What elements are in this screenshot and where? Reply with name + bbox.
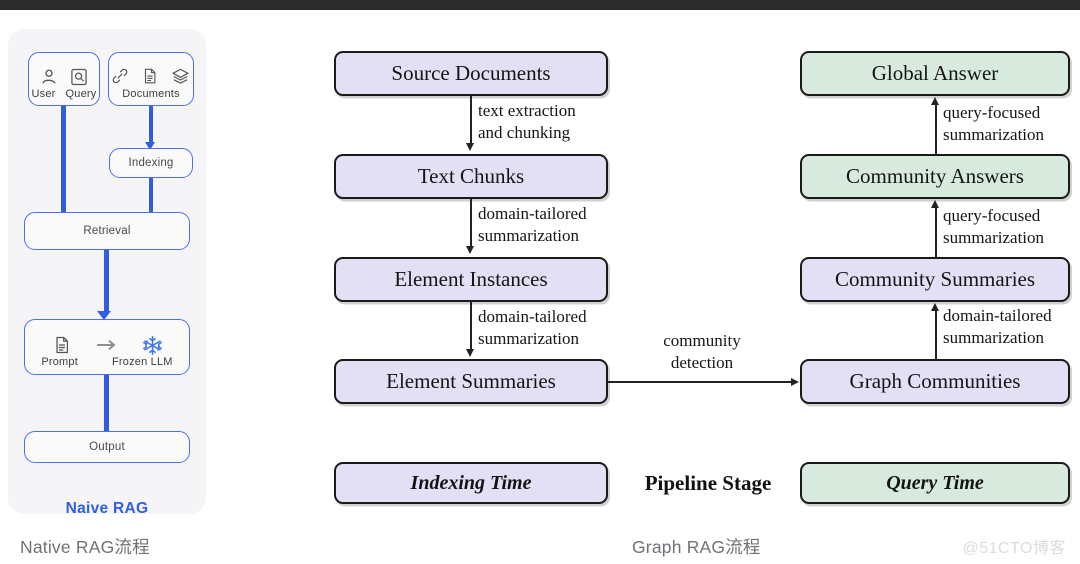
edge-label-line1: query-focused — [943, 206, 1041, 225]
edge-label-line2: summarization — [943, 125, 1045, 145]
node-community-answers[interactable]: Community Answers — [800, 154, 1070, 199]
edge-label-line1: query-focused — [943, 103, 1041, 122]
node-element-summaries[interactable]: Element Summaries — [334, 359, 608, 404]
edge-label-line1: domain-tailored — [943, 306, 1052, 325]
edge-label-line2: detection — [670, 353, 734, 373]
naive-rag-panel: User Query — [8, 29, 206, 517]
link-icon — [111, 67, 131, 87]
layers-icon — [171, 67, 191, 87]
edge-label-text-extraction: text extraction and chunking — [478, 100, 576, 144]
node-label: Community Answers — [846, 164, 1024, 188]
output-label: Output — [89, 441, 125, 453]
edge-label-query-focused-2: query-focused summarization — [943, 205, 1044, 249]
documents-label-row: Documents — [122, 88, 179, 100]
arrow-documents-to-indexing-head — [145, 142, 155, 150]
node-label: Global Answer — [871, 61, 999, 85]
arrow-retrieval-to-prompt-head — [97, 311, 111, 320]
edge-label-community-detection: community detection — [640, 330, 764, 374]
arrow-documents-to-indexing-line — [149, 106, 153, 144]
documents-box[interactable]: Documents — [108, 52, 194, 106]
edge-chunks-to-instances-line — [470, 199, 472, 247]
edge-summaries-to-answers-head — [930, 200, 939, 208]
edge-community-detection-head — [791, 377, 799, 386]
edge-label-line2: summarization — [943, 228, 1045, 248]
user-query-box[interactable]: User Query — [28, 52, 100, 106]
arrow-retrieval-to-prompt-line — [104, 250, 109, 314]
prompt-label: Prompt — [41, 355, 78, 368]
edge-community-detection-line — [608, 381, 792, 383]
node-label: Source Documents — [391, 61, 551, 85]
node-label: Community Summaries — [834, 267, 1036, 291]
top-dark-bar — [0, 0, 1080, 10]
retrieval-box[interactable]: Retrieval — [24, 212, 190, 250]
edge-instances-to-summaries-head — [465, 349, 474, 357]
edge-graph-to-summaries-line — [935, 310, 937, 360]
node-text-chunks[interactable]: Text Chunks — [334, 154, 608, 199]
edge-label-line1: domain-tailored — [478, 204, 587, 223]
edge-label-line2: and chunking — [478, 123, 571, 143]
indexing-box[interactable]: Indexing — [109, 148, 193, 178]
retrieval-label: Retrieval — [83, 225, 131, 237]
edge-source-to-chunks-line — [470, 96, 472, 144]
prompt-llm-label-row: Prompt Frozen LLM — [41, 356, 172, 368]
edge-label-domain-tailored-1: domain-tailored summarization — [478, 203, 587, 247]
user-icon — [39, 67, 59, 87]
edge-instances-to-summaries-line — [470, 302, 472, 350]
frozen-llm-label: Frozen LLM — [111, 355, 173, 368]
edge-label-line1: community — [663, 331, 741, 350]
watermark-51cto: @51CTO博客 — [962, 540, 1066, 557]
edge-answers-to-global-head — [930, 97, 939, 105]
edge-label-line1: domain-tailored — [478, 307, 587, 326]
node-label: Element Instances — [394, 267, 548, 291]
edge-answers-to-global-line — [935, 104, 937, 154]
edge-label-line2: summarization — [478, 226, 580, 246]
node-element-instances[interactable]: Element Instances — [334, 257, 608, 302]
prompt-document-icon — [52, 335, 72, 355]
edge-label-line2: summarization — [943, 328, 1045, 348]
legend-pipeline-stage: Pipeline Stage — [620, 462, 796, 504]
node-community-summaries[interactable]: Community Summaries — [800, 257, 1070, 302]
edge-label-query-focused-1: query-focused summarization — [943, 102, 1044, 146]
legend-query-time[interactable]: Query Time — [800, 462, 1070, 504]
prompt-llm-icon-row — [52, 331, 162, 355]
caption-graph-rag: Graph RAG流程 — [632, 537, 761, 557]
caption-native-rag: Native RAG流程 — [20, 537, 150, 557]
user-query-icon-row — [39, 63, 89, 87]
node-graph-communities[interactable]: Graph Communities — [800, 359, 1070, 404]
user-query-label-row: User Query — [32, 88, 97, 100]
indexing-label: Indexing — [128, 157, 174, 169]
legend-label: Query Time — [886, 471, 984, 494]
right-arrow-icon — [94, 335, 120, 355]
output-box[interactable]: Output — [24, 431, 190, 463]
edge-label-domain-tailored-2: domain-tailored summarization — [478, 306, 587, 350]
user-label: User — [31, 87, 56, 100]
edge-label-domain-tailored-3: domain-tailored summarization — [943, 305, 1052, 349]
documents-icon-row — [111, 63, 191, 87]
legend-label: Pipeline Stage — [644, 470, 772, 495]
node-label: Graph Communities — [849, 369, 1021, 393]
document-icon — [141, 67, 161, 87]
query-search-icon — [69, 67, 89, 87]
edge-label-line1: text extraction — [478, 101, 576, 120]
edge-chunks-to-instances-head — [465, 246, 474, 254]
arrow-user-to-retrieval-line — [61, 106, 66, 222]
naive-rag-title: Naive RAG — [65, 500, 149, 517]
prompt-frozen-llm-box[interactable]: Prompt Frozen LLM — [24, 319, 190, 375]
edge-label-line2: summarization — [478, 329, 580, 349]
snowflake-icon — [142, 335, 162, 355]
legend-indexing-time[interactable]: Indexing Time — [334, 462, 608, 504]
arrow-indexing-to-retrieval-line — [149, 178, 153, 222]
legend-label: Indexing Time — [410, 471, 532, 494]
node-source-documents[interactable]: Source Documents — [334, 51, 608, 96]
documents-label: Documents — [122, 87, 180, 100]
node-global-answer[interactable]: Global Answer — [800, 51, 1070, 96]
node-label: Element Summaries — [386, 369, 556, 393]
arrow-prompt-to-output-line — [104, 375, 109, 437]
node-label: Text Chunks — [417, 164, 525, 188]
query-label: Query — [65, 87, 97, 100]
edge-source-to-chunks-head — [465, 143, 474, 151]
edge-summaries-to-answers-line — [935, 207, 937, 257]
edge-graph-to-summaries-head — [930, 303, 939, 311]
